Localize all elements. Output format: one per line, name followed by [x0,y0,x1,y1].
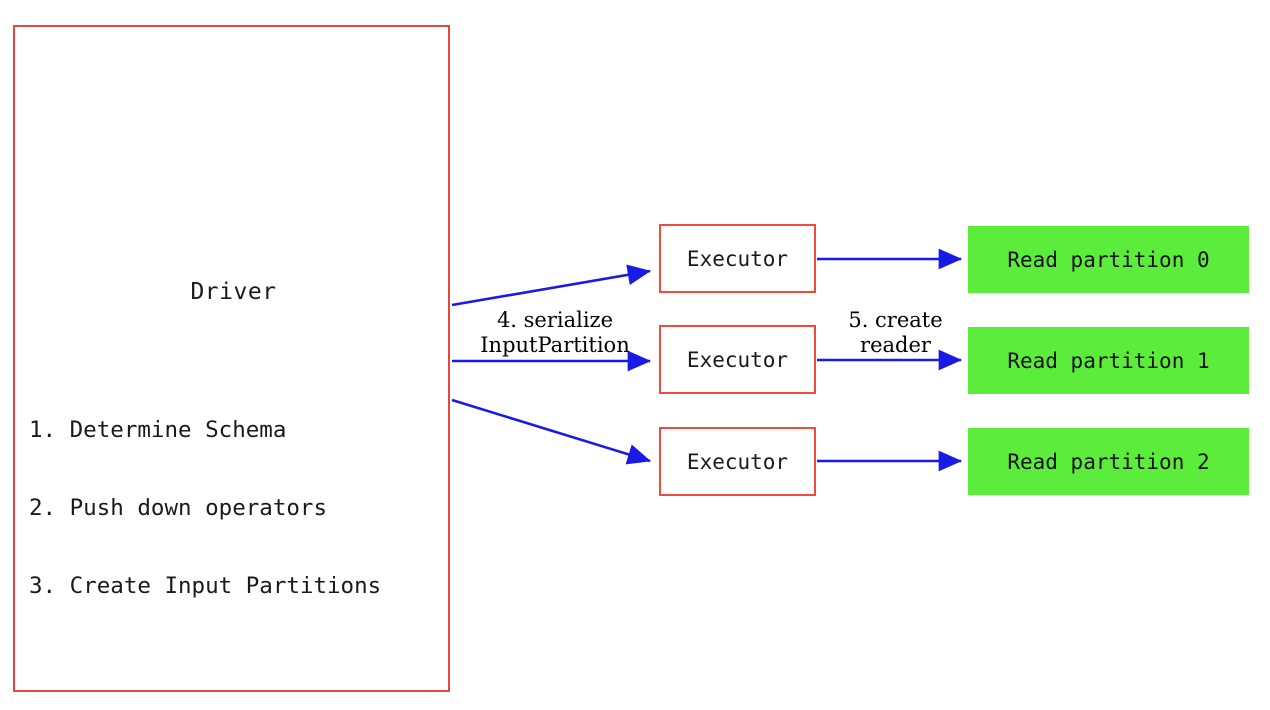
driver-step-3: 3. Create Input Partitions [29,573,382,599]
read-partition-box-1: Read partition 1 [968,327,1249,394]
executor-box-2: Executor [659,427,816,496]
driver-box: Driver 1. Determine Schema 2. Push down … [13,25,450,692]
executor-box-0: Executor [659,224,816,293]
driver-title: Driver [190,279,277,305]
edge-label-serialize-input-partition: 4. serialize InputPartition [480,308,630,357]
executor-label-2: Executor [686,449,789,474]
driver-step-2: 2. Push down operators [29,495,328,521]
read-partition-label-2: Read partition 2 [1007,449,1210,474]
arrow-driver-to-executor-0 [451,264,652,307]
executor-label-1: Executor [686,347,789,372]
read-partition-box-0: Read partition 0 [968,226,1249,293]
executor-label-0: Executor [686,246,789,271]
executor-box-1: Executor [659,325,816,394]
read-partition-label-0: Read partition 0 [1007,247,1210,272]
driver-step-1: 1. Determine Schema [29,417,287,443]
read-partition-label-1: Read partition 1 [1007,348,1210,373]
arrow-driver-to-executor-2 [451,398,651,465]
read-partition-box-2: Read partition 2 [968,428,1249,495]
edge-label-create-reader: 5. create reader [848,308,943,357]
driver-steps-list: 1. Determine Schema 2. Push down operato… [29,365,381,651]
